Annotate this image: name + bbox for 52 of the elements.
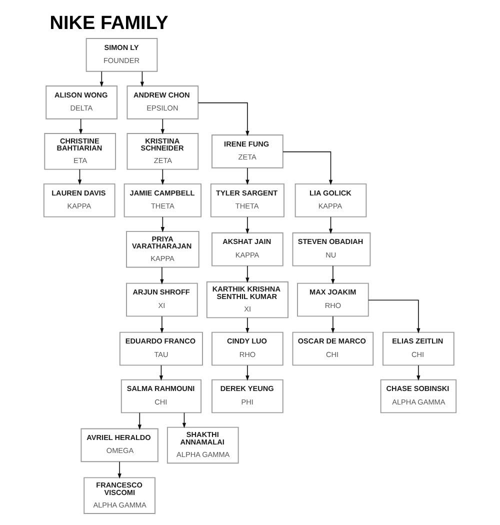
arrow: [246, 168, 250, 186]
arrow: [246, 317, 250, 334]
node-box: KRISTINA SCHNEIDER ZETA: [126, 133, 199, 170]
node-box: LAUREN DAVIS KAPPA: [43, 183, 116, 218]
node-box: ARJUN SHROFF XI: [126, 282, 198, 317]
arrow: [246, 364, 250, 381]
arrow: [138, 412, 142, 430]
node-box: AVRIEL HERALDO OMEGA: [80, 428, 158, 462]
arrow: [282, 151, 333, 186]
arrow: [159, 364, 164, 381]
node-box: CINDY LUO RHO: [212, 332, 284, 366]
node-box: SHAKTHI ANNAMALAI ALPHA GAMMA: [166, 426, 239, 464]
arrow: [368, 300, 420, 334]
arrow: [246, 216, 250, 234]
arrow: [246, 265, 250, 283]
arrow: [160, 266, 164, 284]
arrow: [331, 265, 335, 284]
node-box: AKSHAT JAIN KAPPA: [212, 232, 284, 266]
arrow: [328, 216, 333, 234]
arrow: [416, 364, 420, 381]
node-box: SALMA RAHMOUNI CHI: [120, 379, 202, 414]
node-box: FRANCESCO VISCOMI ALPHA GAMMA: [84, 477, 156, 514]
node-box: DEREK YEUNG PHI: [212, 379, 284, 414]
arrow: [160, 316, 164, 334]
node-box: TYLER SARGENT THETA: [210, 183, 284, 218]
arrow: [160, 216, 165, 232]
node-box: CHRISTINE BAHTIARIAN ETA: [44, 133, 116, 170]
arrow: [160, 168, 165, 185]
node-box: MAX JOAKIM RHO: [297, 282, 369, 317]
node-box: CHASE SOBINSKI ALPHA GAMMA: [380, 379, 457, 414]
node-box: KARTHIK KRISHNA SENTHIL KUMAR XI: [206, 281, 288, 318]
arrow: [100, 71, 104, 87]
arrow: [198, 102, 250, 136]
node-box: SIMON LY FOUNDER: [86, 38, 158, 72]
node-box: ALISON WONG DELTA: [46, 86, 118, 120]
arrow: [78, 118, 83, 134]
node-box: EDUARDO FRANCO TAU: [119, 332, 203, 366]
node-box: PRIYA VARATHARAJAN KAPPA: [126, 230, 200, 268]
node-box: JAMIE CAMPBELL THETA: [124, 183, 202, 218]
diagram-title: NIKE FAMILY: [50, 12, 168, 34]
arrow: [78, 168, 82, 185]
node-box: ELIAS ZEITLIN CHI: [382, 332, 454, 366]
node-box: OSCAR DE MARCO CHI: [292, 332, 374, 366]
node-box: STEVEN OBADIAH NU: [292, 232, 371, 266]
node-box: ANDREW CHON EPSILON: [126, 86, 199, 120]
node-box: LIA GOLICK KAPPA: [294, 183, 367, 218]
arrow: [160, 118, 165, 134]
arrow: [118, 461, 122, 479]
arrow: [140, 71, 144, 87]
arrow: [331, 316, 335, 334]
node-box: IRENE FUNG ZETA: [212, 134, 284, 168]
arrow: [182, 412, 186, 428]
